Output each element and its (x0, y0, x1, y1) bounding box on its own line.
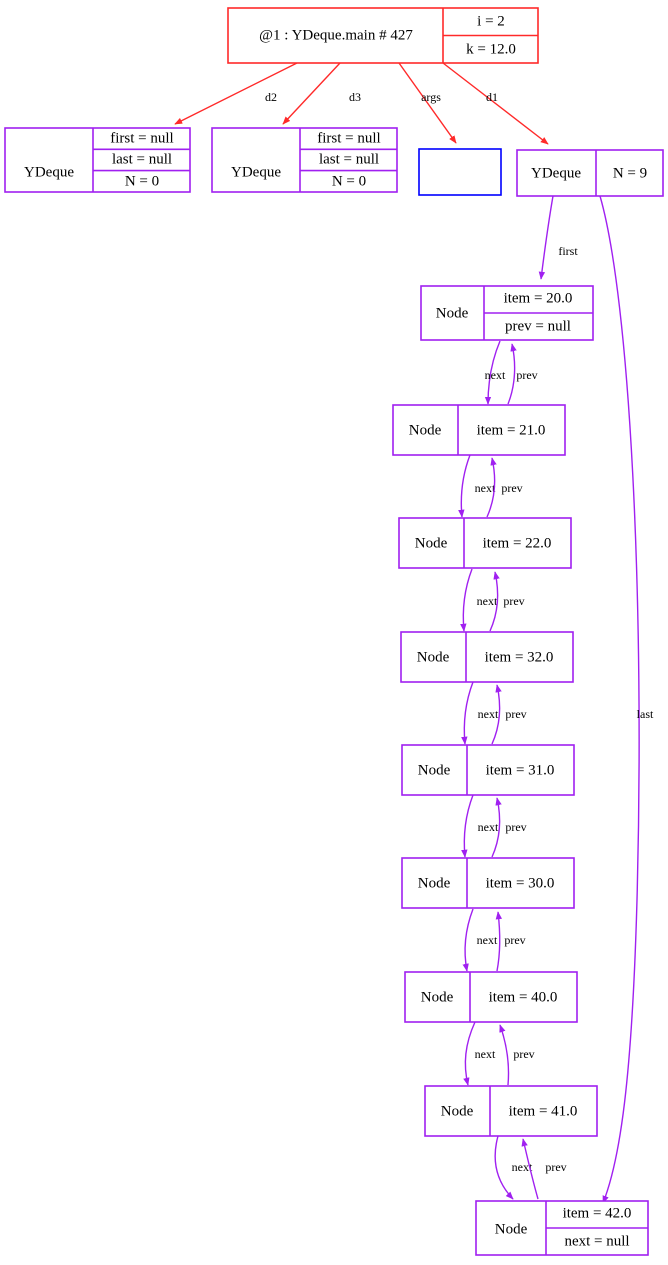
edge-prev-3: prev (491, 684, 527, 745)
node-box-5[interactable]: Node item = 30.0 (401, 857, 575, 909)
edge-prev-2: prev (489, 571, 525, 632)
node-box-0[interactable]: Node item = 20.0 prev = null (420, 285, 594, 341)
edge-next-0: next (485, 340, 506, 405)
edge-prev-1: prev (486, 457, 523, 518)
node-box-2[interactable]: Node item = 22.0 (398, 517, 572, 569)
edge-next-4: next (461, 794, 499, 858)
node-item-5: item = 30.0 (486, 875, 555, 891)
ydeque-d3-type: YDeque (231, 164, 281, 180)
node-item-6: item = 40.0 (489, 989, 558, 1005)
node-item-2: item = 22.0 (483, 535, 552, 551)
edge-label-d2: d2 (265, 90, 277, 104)
edge-last: last (599, 195, 654, 1204)
node-box-8[interactable]: Node item = 42.0 next = null (475, 1200, 649, 1256)
node-box-6[interactable]: Node item = 40.0 (404, 971, 578, 1023)
edge-label-last: last (637, 707, 654, 721)
edge-label-prev-6: prev (513, 1047, 534, 1061)
edge-next-5: next (462, 908, 498, 972)
edge-d1: d1 (442, 62, 549, 145)
edge-prev-5: prev (495, 911, 526, 972)
ydeque-d3-last: last = null (319, 151, 379, 167)
edge-prev-7: prev (521, 1138, 567, 1200)
ydeque-d3-first: first = null (317, 130, 380, 146)
node-item-8: item = 42.0 (563, 1205, 632, 1221)
stack-local-i: i = 2 (477, 13, 505, 29)
node-type-8: Node (495, 1221, 528, 1237)
edge-label-prev-5: prev (504, 933, 525, 947)
ydeque-d2-box[interactable]: YDeque first = null last = null N = 0 (4, 127, 191, 193)
edge-label-prev-2: prev (503, 594, 524, 608)
ydeque-d2-first: first = null (110, 130, 173, 146)
node-box-7[interactable]: Node item = 41.0 (424, 1085, 598, 1137)
edge-label-d3: d3 (349, 90, 361, 104)
edge-label-next-3: next (478, 707, 499, 721)
ydeque-d2-type: YDeque (24, 164, 74, 180)
node-prev-0: prev = null (505, 318, 571, 334)
edge-label-next-6: next (475, 1047, 496, 1061)
node-type-0: Node (436, 305, 469, 321)
node-item-7: item = 41.0 (509, 1103, 578, 1119)
edge-label-prev-7: prev (545, 1160, 566, 1174)
edge-next-7: next (494, 1135, 533, 1200)
edge-label-next-4: next (478, 820, 499, 834)
ydeque-d1-box[interactable]: YDeque N = 9 (516, 149, 664, 197)
edge-label-next-1: next (475, 481, 496, 495)
edge-label-args: args (421, 90, 441, 104)
ydeque-d1-type: YDeque (531, 165, 581, 181)
ydeque-d2-n: N = 0 (125, 173, 159, 189)
node-type-7: Node (441, 1103, 474, 1119)
edge-label-prev-0: prev (516, 368, 537, 382)
edge-next-2: next (460, 568, 498, 632)
node-item-1: item = 21.0 (477, 422, 546, 438)
edge-label-next-0: next (485, 368, 506, 382)
node-item-4: item = 31.0 (486, 762, 555, 778)
edge-next-6: next (463, 1021, 496, 1086)
node-box-3[interactable]: Node item = 32.0 (400, 631, 574, 683)
node-type-5: Node (418, 875, 451, 891)
edge-label-prev-1: prev (501, 481, 522, 495)
edge-prev-6: prev (499, 1024, 535, 1086)
node-type-3: Node (417, 649, 450, 665)
edge-prev-4: prev (491, 797, 527, 858)
ydeque-d1-n: N = 9 (613, 165, 647, 181)
edge-label-d1: d1 (486, 90, 498, 104)
node-type-4: Node (418, 762, 451, 778)
edge-label-next-5: next (477, 933, 498, 947)
edge-args: args (398, 62, 457, 144)
edge-next-3: next (461, 681, 499, 745)
node-item-0: item = 20.0 (504, 290, 573, 306)
edge-label-prev-3: prev (505, 707, 526, 721)
stack-frame-name: @1 : YDeque.main # 427 (259, 27, 413, 43)
node-type-2: Node (415, 535, 448, 551)
edge-first: first (538, 195, 578, 280)
edge-d2: d2 (174, 62, 298, 125)
stack-frame-box[interactable]: @1 : YDeque.main # 427 i = 2 k = 12.0 (227, 7, 539, 64)
edge-next-1: next (458, 454, 496, 518)
node-type-6: Node (421, 989, 454, 1005)
stack-local-k: k = 12.0 (466, 41, 516, 57)
ydeque-d3-box[interactable]: YDeque first = null last = null N = 0 (211, 127, 398, 193)
ydeque-d2-last: last = null (112, 151, 172, 167)
args-array-box[interactable] (418, 148, 502, 196)
ydeque-d3-n: N = 0 (332, 173, 366, 189)
node-box-1[interactable]: Node item = 21.0 (392, 404, 566, 456)
node-type-1: Node (409, 422, 442, 438)
edge-label-first: first (558, 244, 578, 258)
node-next-8: next = null (564, 1233, 629, 1249)
node-item-3: item = 32.0 (485, 649, 554, 665)
edge-label-prev-4: prev (505, 820, 526, 834)
edge-label-next-7: next (512, 1160, 533, 1174)
edge-d3: d3 (282, 62, 361, 125)
edge-label-next-2: next (477, 594, 498, 608)
edge-prev-0: prev (507, 343, 538, 405)
node-box-4[interactable]: Node item = 31.0 (401, 744, 575, 796)
